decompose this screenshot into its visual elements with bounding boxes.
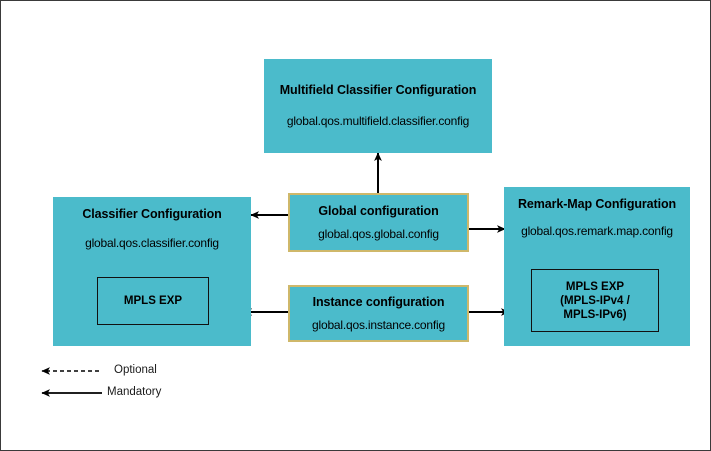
box-classifier-title: Classifier Configuration	[82, 207, 222, 221]
inner-box-classifier-mpls-exp-label: MPLS EXP	[123, 295, 183, 307]
box-remark-code: global.qos.remark.map.config	[521, 224, 673, 238]
box-instance-title: Instance configuration	[312, 294, 445, 309]
inner-box-remark-mpls-exp: MPLS EXP (MPLS-IPv4 / MPLS-IPv6)	[531, 269, 659, 332]
inner-box-classifier-mpls-exp: MPLS EXP	[97, 277, 209, 325]
legend-mandatory-label: Mandatory	[107, 386, 162, 398]
inner-box-remark-line1: MPLS EXP	[565, 280, 625, 293]
legend-optional-label: Optional	[114, 364, 157, 376]
box-global-title: Global configuration	[318, 203, 439, 218]
inner-box-remark-line2: (MPLS-IPv4 /	[560, 294, 630, 307]
box-global-code: global.qos.global.config	[318, 226, 439, 241]
box-multifield-classifier-configuration: Multifield Classifier Configuration glob…	[264, 59, 492, 153]
box-classifier-code: global.qos.classifier.config	[85, 236, 219, 250]
box-global-configuration: Global configuration global.qos.global.c…	[288, 193, 469, 252]
box-instance-code: global.qos.instance.config	[312, 317, 445, 332]
box-multifield-title: Multifield Classifier Configuration	[279, 83, 477, 97]
box-multifield-code: global.qos.multifield.classifier.config	[286, 114, 470, 128]
box-remark-title: Remark-Map Configuration	[517, 197, 677, 211]
box-instance-configuration: Instance configuration global.qos.instan…	[288, 285, 469, 342]
inner-box-remark-line3: MPLS-IPv6)	[563, 308, 627, 321]
